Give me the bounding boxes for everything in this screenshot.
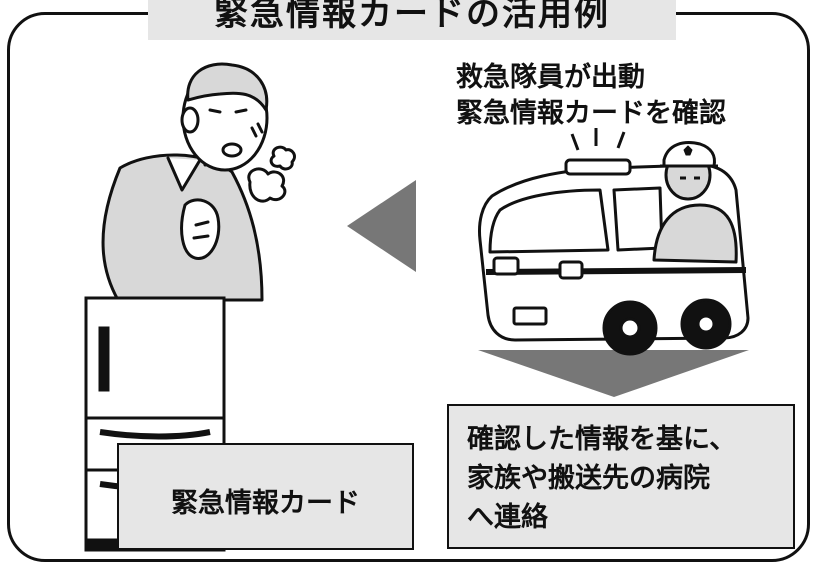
- arrow-left-icon: [347, 180, 416, 272]
- info-line-3: へ連絡: [467, 502, 548, 533]
- elderly-man-icon: [101, 62, 296, 302]
- info-box: 確認した情報を基に、 家族や搬送先の病院 へ連絡: [447, 404, 795, 549]
- callout-text: 救急隊員が出動 緊急情報カードを確認: [456, 60, 726, 132]
- arrow-down-icon: [478, 350, 749, 397]
- emergency-card-box: 緊急情報カード: [117, 443, 414, 550]
- info-line-1: 確認した情報を基に、: [467, 424, 737, 455]
- page-title: 緊急情報カードの活用例: [214, 0, 610, 34]
- callout-line-1: 救急隊員が出動: [456, 62, 645, 93]
- callout-line-2: 緊急情報カードを確認: [456, 98, 726, 129]
- paramedic-icon: [652, 141, 738, 264]
- info-text: 確認した情報を基に、 家族や搬送先の病院 へ連絡: [467, 420, 736, 537]
- title-box: 緊急情報カードの活用例: [148, 0, 676, 40]
- emergency-card-label: 緊急情報カード: [171, 488, 360, 519]
- info-line-2: 家族や搬送先の病院: [467, 463, 710, 494]
